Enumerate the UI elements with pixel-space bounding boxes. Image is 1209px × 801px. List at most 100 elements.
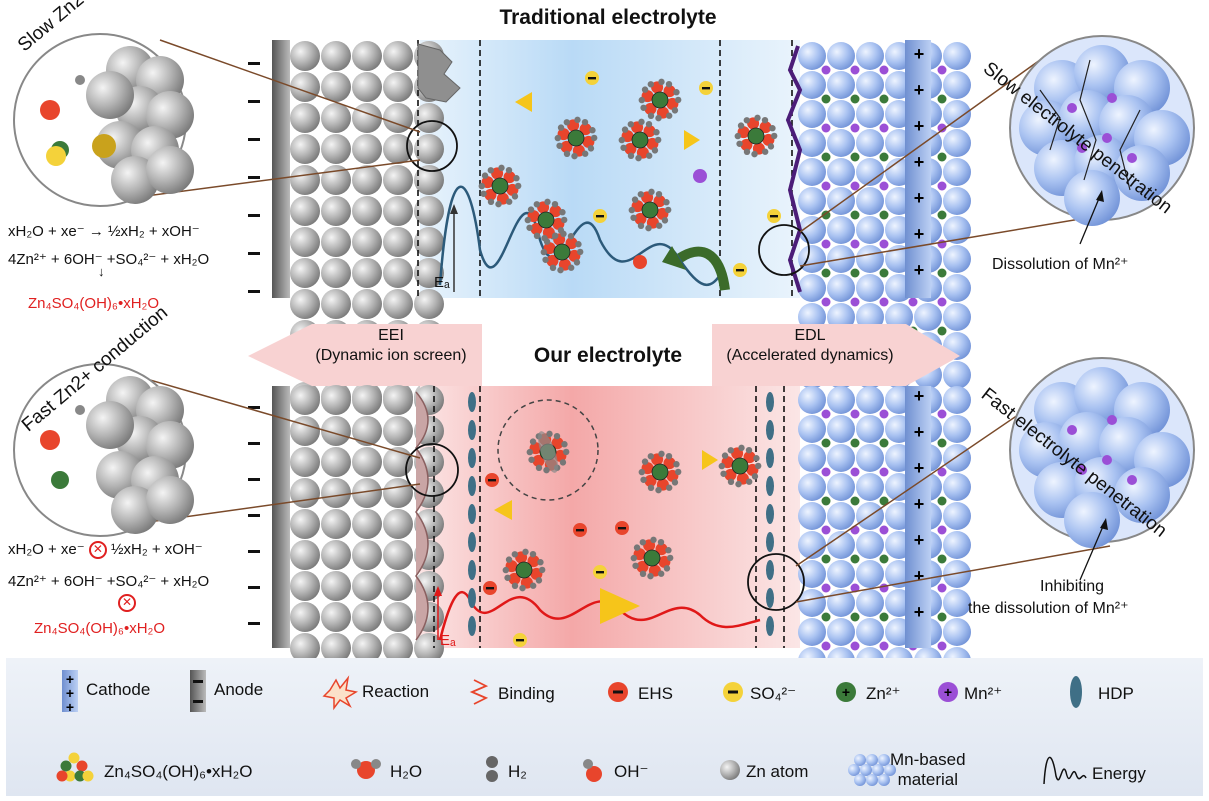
zn2-ion bbox=[879, 268, 889, 278]
mn-sphere bbox=[860, 764, 872, 776]
mn2-ion bbox=[879, 65, 889, 75]
mn2-ion bbox=[850, 297, 860, 307]
mn-sphere bbox=[914, 303, 942, 331]
zn2-ion bbox=[821, 496, 831, 506]
zinc-sphere bbox=[290, 165, 320, 195]
zinc-sphere bbox=[290, 540, 320, 570]
mn2-ion bbox=[850, 583, 860, 593]
legend-anode-swatch bbox=[190, 670, 206, 712]
water-hydrogen bbox=[637, 222, 645, 230]
mn2-ion bbox=[937, 123, 947, 133]
zinc-sphere bbox=[352, 134, 382, 164]
water-hydrogen bbox=[544, 198, 551, 206]
zhs-icon bbox=[56, 752, 94, 782]
water-hydrogen bbox=[664, 206, 672, 214]
legend-panel: + + + + + bbox=[6, 658, 1203, 796]
top-anode-minus-signs bbox=[248, 62, 260, 293]
zn2-ion bbox=[937, 326, 947, 336]
water-hydrogen bbox=[502, 566, 510, 574]
water-hydrogen bbox=[505, 556, 513, 563]
zinc-sphere bbox=[383, 385, 413, 415]
bottom-anode-minus-signs bbox=[248, 406, 260, 625]
water-hydrogen bbox=[638, 468, 646, 476]
minus-sign bbox=[248, 514, 260, 517]
zinc-sphere bbox=[383, 134, 413, 164]
hdp-molecule bbox=[468, 504, 476, 524]
mn-sphere bbox=[856, 42, 884, 70]
hdp-molecule bbox=[468, 588, 476, 608]
mn-sphere bbox=[1064, 492, 1120, 548]
zinc-sphere bbox=[383, 289, 413, 319]
zinc-sphere bbox=[86, 71, 134, 119]
water-hydrogen bbox=[575, 241, 582, 248]
water-oxygen bbox=[508, 572, 521, 585]
water-oxygen bbox=[634, 212, 647, 225]
water-hydrogen bbox=[543, 466, 550, 474]
ion-charge bbox=[770, 215, 778, 218]
zhs-particle bbox=[56, 770, 68, 782]
bottom-edl-tag-line1: EDL bbox=[794, 327, 826, 344]
water-hydrogen bbox=[581, 150, 589, 157]
water-hydrogen bbox=[640, 476, 647, 483]
mn2-ion bbox=[1102, 455, 1112, 465]
mn2-ion bbox=[850, 65, 860, 75]
zn2-ion bbox=[821, 152, 831, 162]
water-hydrogen bbox=[628, 206, 636, 214]
mn2-ion bbox=[821, 467, 831, 477]
water-hydrogen bbox=[505, 166, 513, 174]
zinc-sphere bbox=[290, 41, 320, 71]
mn-sphere bbox=[827, 589, 855, 617]
mn2-ion bbox=[908, 297, 918, 307]
water-hydrogen bbox=[754, 114, 761, 122]
water-hydrogen bbox=[647, 484, 655, 492]
legend-h2-label: H₂ bbox=[508, 762, 527, 781]
zhs-particle bbox=[74, 770, 86, 782]
legend-cathode-swatch bbox=[62, 670, 78, 712]
mn2-ion bbox=[937, 409, 947, 419]
bottom-eei-tag: EEI (Dynamic ion screen) bbox=[300, 326, 482, 366]
plus-sign: + bbox=[914, 188, 925, 208]
water-hydrogen bbox=[751, 473, 759, 480]
water-hydrogen bbox=[587, 145, 595, 152]
mn-sphere bbox=[798, 444, 826, 472]
zn2-ion bbox=[850, 94, 860, 104]
zinc-sphere bbox=[414, 633, 444, 663]
water-hydrogen bbox=[576, 248, 584, 256]
plus-sign: + bbox=[914, 530, 925, 550]
zn2-ion bbox=[821, 268, 831, 278]
water-hydrogen bbox=[737, 122, 745, 129]
water-hydrogen bbox=[498, 164, 505, 172]
hdp-molecule bbox=[468, 560, 476, 580]
water-hydrogen bbox=[647, 112, 655, 120]
mn2-ion bbox=[879, 409, 889, 419]
hdp-molecule bbox=[766, 532, 774, 552]
mn-sphere bbox=[943, 444, 971, 472]
energy-icon bbox=[1043, 756, 1087, 785]
zn2-icon bbox=[836, 682, 856, 702]
water-oxygen bbox=[743, 451, 756, 464]
water-hydrogen bbox=[663, 565, 671, 572]
water-hydrogen bbox=[542, 256, 549, 263]
water-oxygen bbox=[532, 454, 545, 467]
mn2-ion bbox=[1077, 465, 1087, 475]
top-dissolution-annotation: Dissolution of Mn²⁺ bbox=[992, 256, 1129, 273]
mn2-ion bbox=[821, 123, 831, 133]
water-hydrogen bbox=[567, 232, 575, 240]
ion-charge bbox=[488, 479, 496, 482]
zn2-ion bbox=[850, 554, 860, 564]
zinc-sphere bbox=[352, 165, 382, 195]
zinc-sphere bbox=[321, 633, 351, 663]
water-oxygen bbox=[653, 195, 666, 208]
mn-sphere bbox=[798, 158, 826, 186]
ion-charge bbox=[618, 527, 626, 530]
mn-sphere bbox=[798, 245, 826, 273]
mn-sphere bbox=[798, 100, 826, 128]
zn2-ion bbox=[850, 612, 860, 622]
water-hydrogen bbox=[637, 191, 645, 198]
zinc-sphere bbox=[383, 571, 413, 601]
plus-sign: + bbox=[914, 224, 925, 244]
legend-mn-material-line2: material bbox=[897, 770, 959, 789]
hdp-molecule bbox=[468, 420, 476, 440]
water-hydrogen bbox=[561, 441, 568, 448]
mn-sphere bbox=[866, 774, 878, 786]
